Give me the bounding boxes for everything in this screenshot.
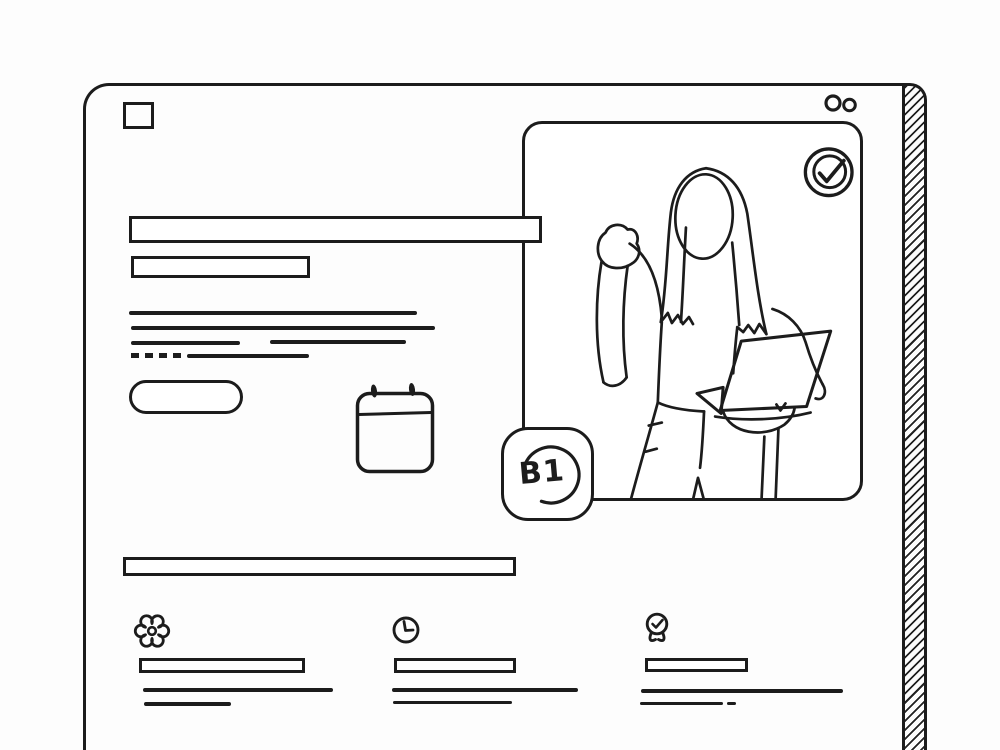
feature-text-line xyxy=(143,688,333,692)
feature-text-line xyxy=(144,702,231,706)
laptop-icon xyxy=(718,329,833,413)
subtitle-placeholder-bar xyxy=(131,256,310,278)
level-badge: B1 xyxy=(501,427,594,521)
window-control-dot-icon[interactable] xyxy=(842,97,857,113)
feature-text-line xyxy=(641,689,843,693)
woman-laptop-illustration xyxy=(595,147,854,498)
feature-text-line xyxy=(392,688,578,692)
logo-square-icon[interactable] xyxy=(123,102,154,129)
feature-title-placeholder-bar xyxy=(394,658,516,673)
feature-text-line xyxy=(393,701,512,704)
level-badge-label: B1 xyxy=(517,453,567,492)
paragraph-line-dashed xyxy=(131,353,185,358)
cta-pill-button[interactable] xyxy=(129,380,243,414)
gear-flower-icon xyxy=(133,614,171,648)
paragraph-line xyxy=(131,341,240,345)
level-badge-circle xyxy=(523,445,581,505)
hero-card xyxy=(522,121,863,501)
section-title-placeholder-bar xyxy=(123,557,516,576)
verified-checkmark-icon xyxy=(803,147,854,198)
browser-window-frame xyxy=(83,83,903,750)
paragraph-line xyxy=(270,340,406,344)
ribbon-medal-icon xyxy=(645,612,669,643)
window-controls[interactable] xyxy=(815,88,867,116)
paragraph-line xyxy=(187,354,309,358)
title-placeholder-bar xyxy=(129,216,542,243)
feature-text-line xyxy=(640,702,723,705)
feature-text-line xyxy=(727,702,736,705)
feature-title-placeholder-bar xyxy=(139,658,305,673)
woman-figure xyxy=(595,166,833,498)
paragraph-line xyxy=(131,326,435,330)
page-edge-hatching xyxy=(902,83,927,750)
feature-title-placeholder-bar xyxy=(645,658,748,672)
calendar-icon xyxy=(355,383,435,474)
window-control-dot-icon[interactable] xyxy=(824,94,842,112)
paragraph-line xyxy=(129,311,417,315)
clock-icon xyxy=(392,616,420,644)
